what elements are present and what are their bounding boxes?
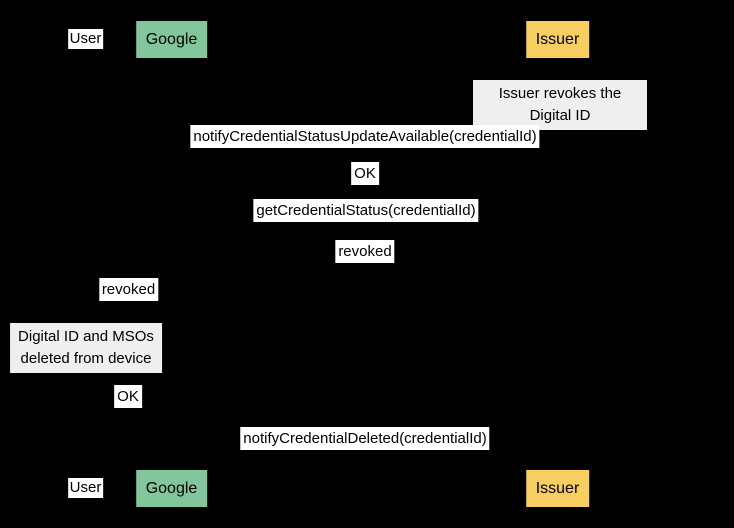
message-revoked-issuer-google: revoked — [335, 240, 395, 263]
note-issuer-revokes: Issuer revokes the Digital ID — [473, 80, 647, 130]
actor-user-bottom-label: User — [67, 478, 104, 498]
message-revoked-google-user: revoked — [98, 278, 159, 301]
message-ok-user-google: OK — [114, 385, 142, 408]
actor-user-top-label: User — [67, 29, 104, 49]
message-ok-google-issuer: OK — [351, 162, 379, 185]
message-notify-credential-deleted: notifyCredentialDeleted(credentialId) — [240, 427, 490, 450]
message-notify-status-update: notifyCredentialStatusUpdateAvailable(cr… — [190, 125, 540, 148]
actor-google-bottom-box: Google — [135, 470, 208, 507]
actor-issuer-bottom-box: Issuer — [525, 470, 590, 507]
actor-issuer-top-box: Issuer — [525, 21, 590, 58]
message-get-credential-status: getCredentialStatus(credentialId) — [253, 199, 479, 222]
actor-google-top-box: Google — [135, 21, 208, 58]
note-digital-id-deleted: Digital ID and MSOs deleted from device — [10, 323, 162, 373]
